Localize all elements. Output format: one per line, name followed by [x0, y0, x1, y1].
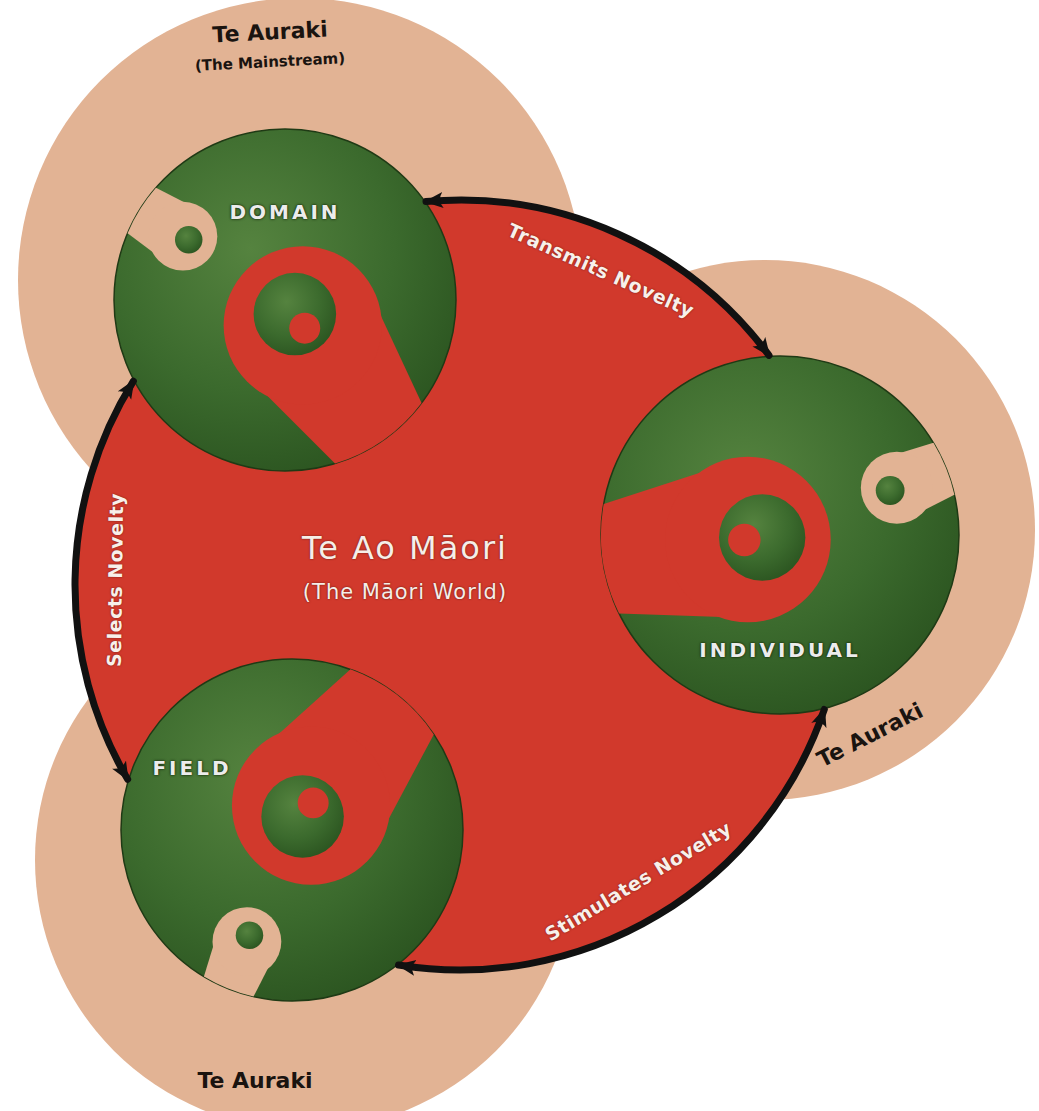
- koru-node: DOMAIN: [113, 128, 457, 472]
- text-holder: (The Mainstream): [194, 49, 345, 75]
- text-holder: Te Ao Māori: [302, 529, 508, 567]
- text-holder: Te Auraki: [212, 17, 328, 48]
- mainstream-circle: Te Auraki: [35, 590, 575, 1111]
- koru-body: [121, 659, 463, 1001]
- mainstream-circle-outline: [35, 590, 575, 1111]
- arc-label: Selects Novelty: [103, 493, 128, 667]
- koru-spiral: [665, 457, 831, 623]
- region-title: Te Auraki: [212, 17, 328, 48]
- text-holder: (The Māori World): [303, 580, 507, 604]
- mainstream-circle-outline: [495, 260, 1035, 800]
- koru-curl-eye: [876, 476, 905, 505]
- koru-eye: [298, 787, 329, 818]
- koru-node: FIELD: [120, 658, 464, 1002]
- koru-eye: [728, 524, 760, 556]
- node-label: DOMAIN: [229, 200, 340, 224]
- text-holder: INDIVIDUAL: [699, 638, 861, 662]
- mainstream-circle-outline: [18, 0, 582, 562]
- node-label: INDIVIDUAL: [699, 638, 861, 662]
- koru-bulb: [719, 494, 805, 580]
- text-holder: Te Auraki: [813, 698, 927, 773]
- koru-curl-eye: [175, 226, 203, 254]
- text-holder: Selects Novelty: [103, 493, 128, 667]
- mainstream-circle: Te Auraki(The Mainstream): [18, 0, 582, 562]
- mainstream-circle: Te Auraki: [495, 260, 1035, 800]
- koru-curl: [148, 202, 217, 271]
- koru-bulb: [254, 273, 337, 356]
- text-holder: DOMAIN: [229, 200, 340, 224]
- koru-node-outline: [120, 658, 464, 1002]
- koru-node-outline: [113, 128, 457, 472]
- koru-spiral: [232, 726, 390, 884]
- koru-spiral: [224, 246, 382, 404]
- world-title: Te Ao Māori: [302, 529, 508, 567]
- world-subtitle: (The Māori World): [303, 580, 507, 604]
- koru-body: [601, 356, 959, 714]
- koru-body: [114, 129, 456, 471]
- koru-eye: [289, 313, 320, 344]
- region-subtitle: (The Mainstream): [194, 49, 345, 75]
- node-label: FIELD: [152, 756, 231, 780]
- koru-curl: [861, 452, 933, 524]
- koru-curl: [212, 907, 281, 976]
- text-holder: FIELD: [152, 756, 231, 780]
- text-holder: Te Auraki: [197, 1068, 312, 1093]
- koru-curl-eye: [236, 921, 264, 949]
- koru-node: INDIVIDUAL: [600, 355, 960, 715]
- maori-world-circle: Te Ao Māori (The Māori World): [75, 200, 845, 970]
- koru-bulb: [261, 775, 344, 858]
- region-title: Te Auraki: [813, 698, 927, 773]
- region-title: Te Auraki: [197, 1068, 312, 1093]
